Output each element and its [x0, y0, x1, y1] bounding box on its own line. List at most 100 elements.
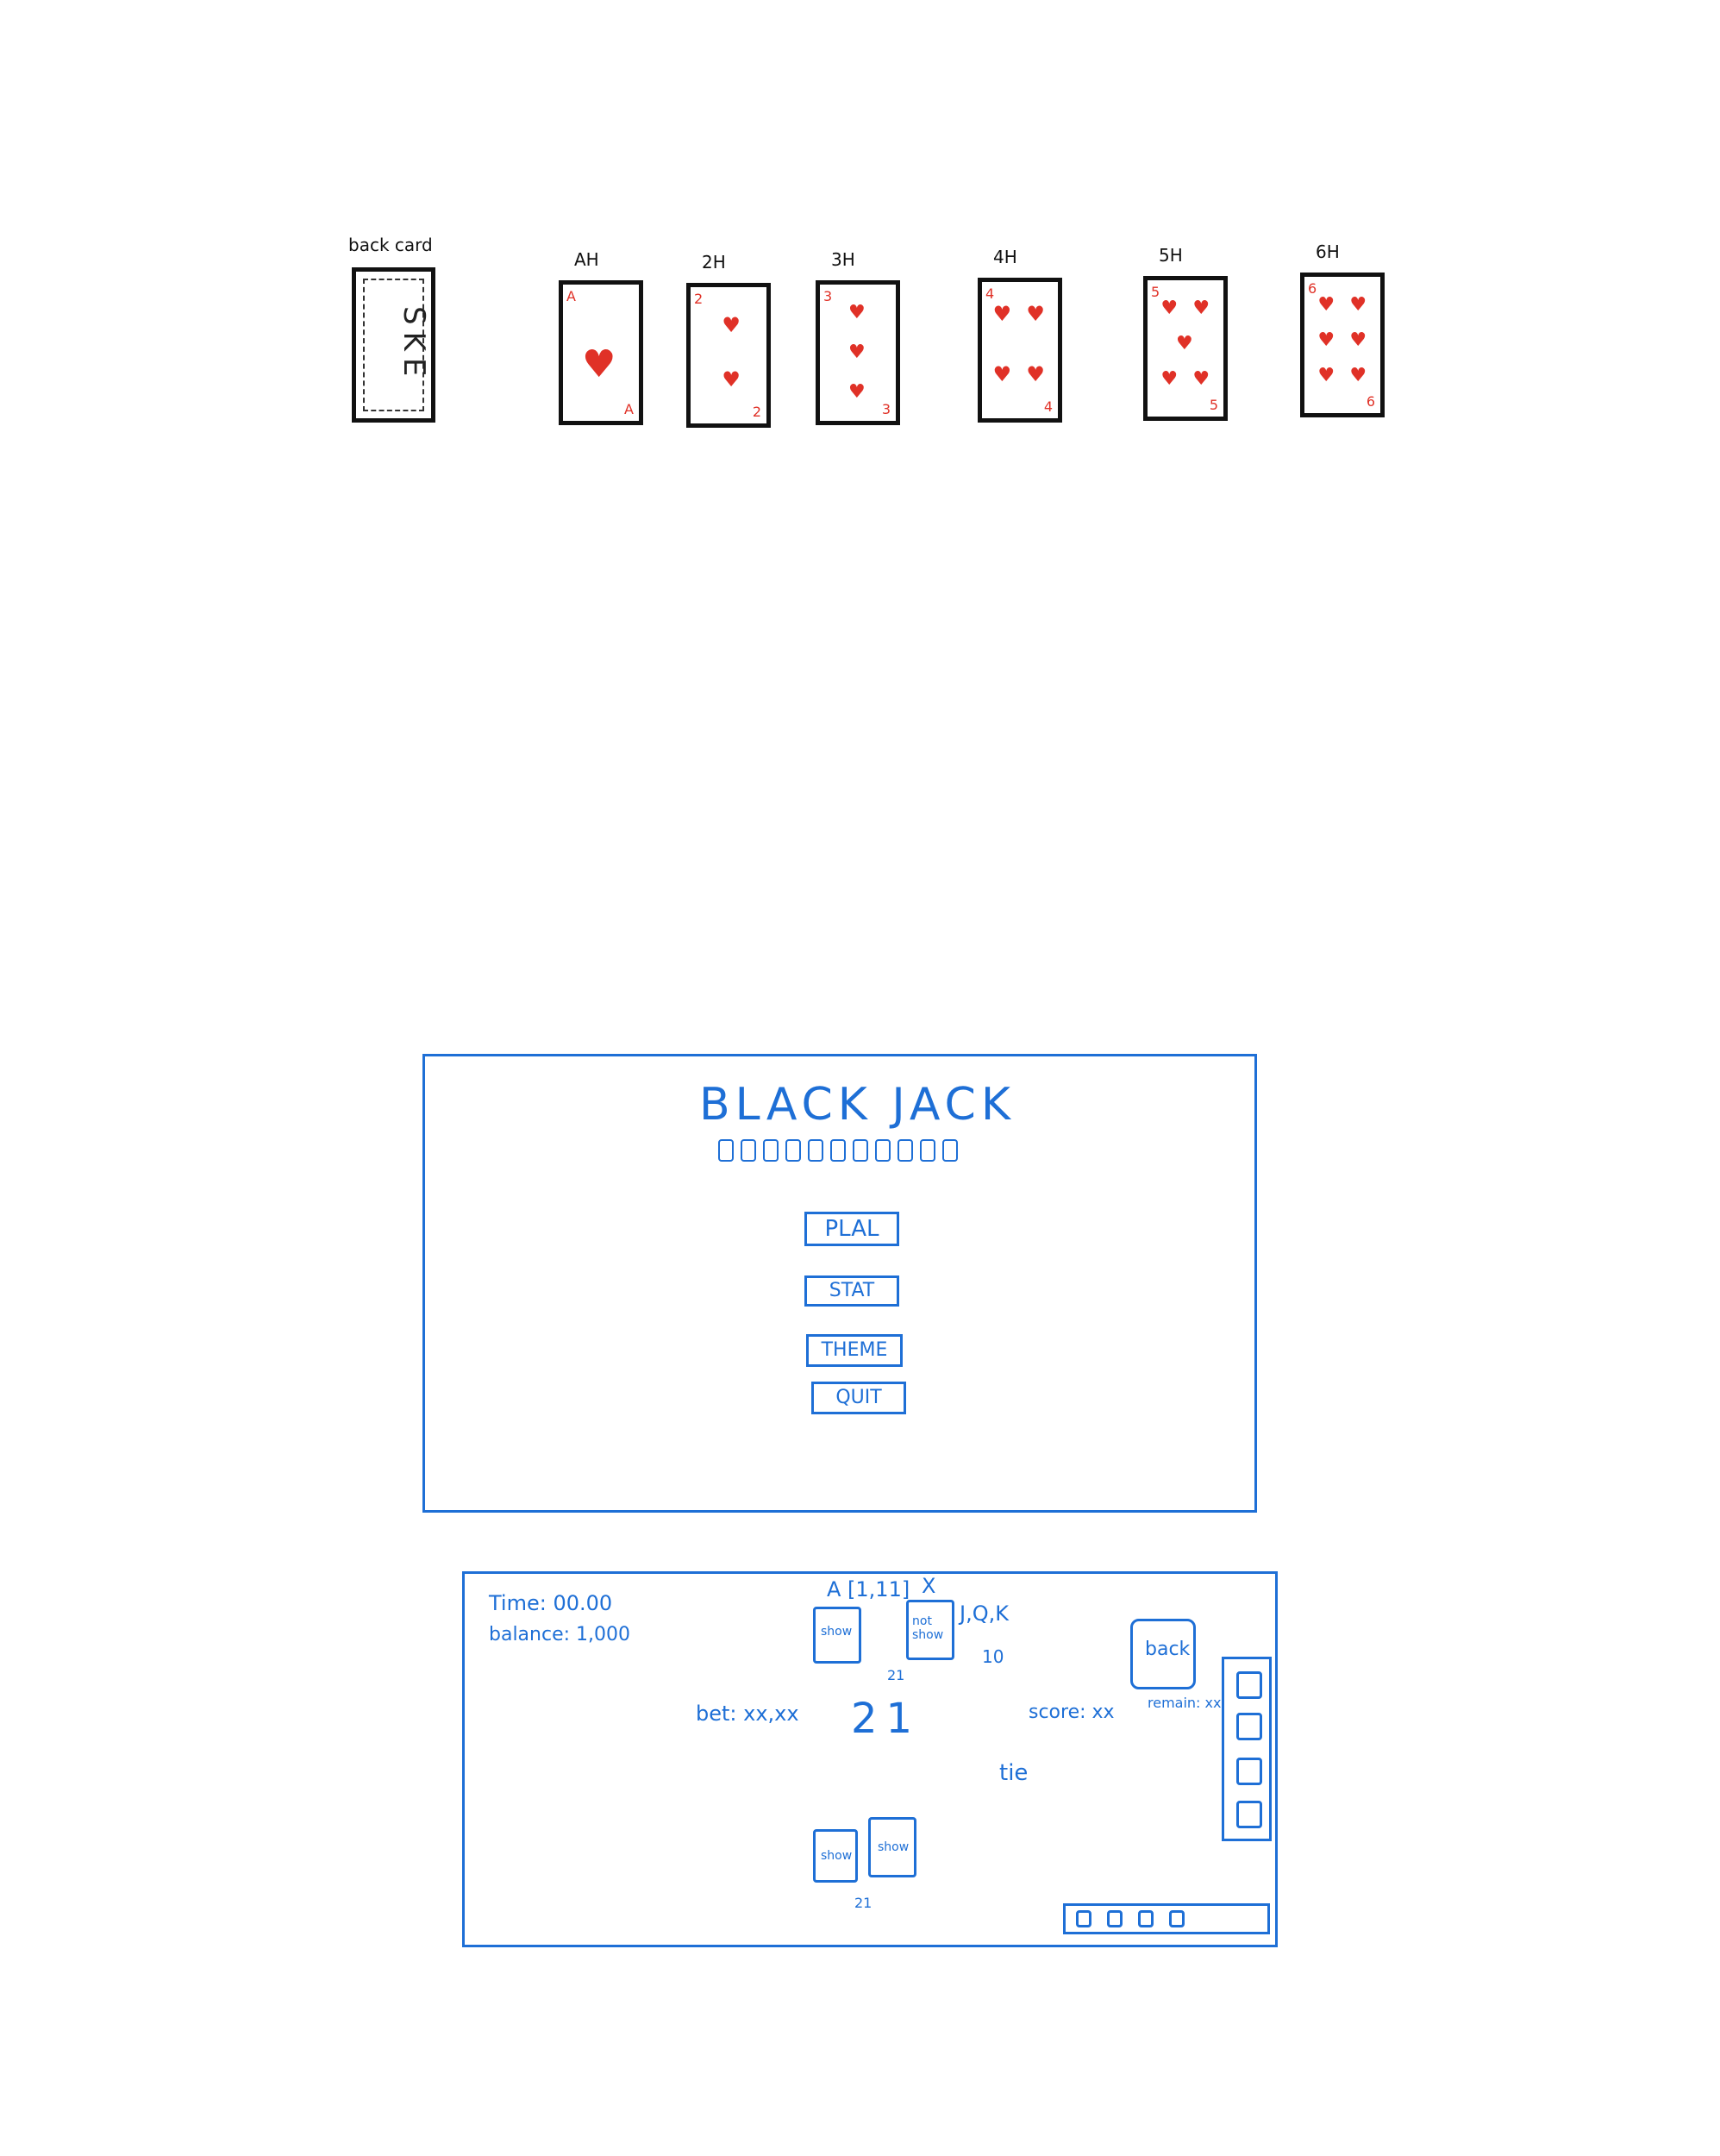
game-title: BLACK JACK — [699, 1079, 1016, 1131]
card-rank-bottom: 3 — [881, 401, 891, 417]
player-card-1-label: show — [821, 1849, 853, 1863]
heart-pip-icon: ♥ — [992, 361, 1012, 386]
heart-pip-icon: ♥ — [1349, 365, 1367, 387]
ace-value-note: A [1,11] — [827, 1577, 910, 1601]
heart-pip-icon: ♥ — [1192, 368, 1210, 391]
title-card-strip — [718, 1139, 977, 1165]
side-card-slots — [1222, 1657, 1272, 1841]
back-card-label: back card — [348, 235, 433, 255]
stat-button[interactable]: STAT — [804, 1275, 899, 1307]
chip-slot-1[interactable] — [1076, 1910, 1091, 1927]
play-button[interactable]: PLAL — [804, 1212, 899, 1246]
chip-slot-2[interactable] — [1107, 1910, 1123, 1927]
heart-pip-icon: ♥ — [1349, 329, 1367, 352]
player-card-1: show — [813, 1829, 858, 1883]
heart-pip-icon: ♥ — [1317, 365, 1335, 387]
remain-text: remain: xx — [1148, 1695, 1222, 1711]
heart-pip-icon: ♥ — [1160, 298, 1179, 320]
card-rank-bottom: 6 — [1366, 393, 1375, 410]
player-card-2-label: show — [878, 1840, 910, 1854]
card-rank-bottom: 4 — [1043, 398, 1053, 415]
heart-pip-icon: ♥ — [1192, 298, 1210, 320]
back-card: SKE — [352, 267, 435, 423]
theme-button[interactable]: THEME — [806, 1334, 903, 1367]
chip-slot-4[interactable] — [1169, 1910, 1185, 1927]
card-rank-top: 2 — [694, 291, 704, 307]
title-card-icon — [785, 1139, 801, 1162]
dealer-card-hidden-label: not show — [912, 1614, 944, 1642]
back-card-text: SKE — [397, 306, 431, 384]
card-rank-bottom: A — [624, 401, 634, 417]
dealer-card-shown-label: show — [821, 1625, 853, 1639]
dealer-card-shown: show — [813, 1607, 861, 1664]
balance-text: balance: 1,000 — [489, 1624, 631, 1645]
card-rank-top: 6 — [1308, 280, 1317, 297]
quit-button[interactable]: QUIT — [811, 1382, 906, 1414]
result-text: tie — [999, 1760, 1029, 1786]
heart-pip-icon: ♥ — [722, 312, 741, 337]
bet-text: bet: xx,xx — [696, 1702, 799, 1726]
heart-pip-icon: ♥ — [848, 302, 866, 324]
card-rank-top: 5 — [1151, 284, 1160, 300]
heart-pip-icon: ♥ — [1317, 329, 1335, 352]
heart-pip-icon: ♥ — [848, 341, 866, 363]
heart-pip-icon: ♥ — [582, 342, 616, 387]
deck-label: back — [1145, 1639, 1191, 1660]
title-card-icon — [741, 1139, 756, 1162]
heart-pip-icon: ♥ — [848, 380, 866, 403]
main-menu-screen: BLACK JACK PLAL STAT THEME QUIT — [422, 1054, 1257, 1513]
player-total: 21 — [854, 1895, 873, 1911]
card-rank-bottom: 2 — [752, 404, 761, 420]
side-slot-3[interactable] — [1236, 1758, 1262, 1785]
title-card-icon — [875, 1139, 891, 1162]
card-label-5h: 5H — [1159, 245, 1183, 266]
dealer-card-hidden: not show — [906, 1600, 954, 1660]
heart-pip-icon: ♥ — [1317, 294, 1335, 317]
dealer-total: 21 — [887, 1667, 905, 1683]
timer-text: Time: 00.00 — [489, 1591, 613, 1615]
card-rank-top: 3 — [823, 288, 833, 304]
chip-tray — [1063, 1903, 1270, 1934]
face-card-note: J,Q,K — [960, 1601, 1009, 1626]
title-card-icon — [830, 1139, 846, 1162]
heart-pip-icon: ♥ — [1160, 368, 1179, 391]
score-text: score: xx — [1029, 1702, 1115, 1723]
title-card-icon — [718, 1139, 734, 1162]
heart-pip-icon: ♥ — [1349, 294, 1367, 317]
heart-pip-icon: ♥ — [1176, 333, 1193, 355]
card-label-3h: 3H — [831, 249, 855, 270]
hidden-card-mark: X — [922, 1574, 936, 1598]
card-2h: 2 2 ♥ ♥ — [686, 283, 771, 428]
card-rank-bottom: 5 — [1209, 397, 1218, 413]
title-card-icon — [853, 1139, 868, 1162]
heart-pip-icon: ♥ — [722, 367, 741, 392]
face-card-value: 10 — [982, 1646, 1004, 1667]
side-slot-1[interactable] — [1236, 1671, 1262, 1699]
chip-slot-3[interactable] — [1138, 1910, 1154, 1927]
title-card-icon — [808, 1139, 823, 1162]
card-rank-top: A — [566, 288, 576, 304]
side-slot-4[interactable] — [1236, 1801, 1262, 1828]
heart-pip-icon: ♥ — [992, 302, 1012, 327]
deck-pile[interactable]: back — [1130, 1619, 1196, 1689]
heart-pip-icon: ♥ — [1026, 302, 1045, 327]
center-total: 21 — [851, 1695, 922, 1743]
card-ah: A A ♥ — [559, 280, 643, 425]
title-card-icon — [942, 1139, 958, 1162]
title-card-icon — [920, 1139, 935, 1162]
heart-pip-icon: ♥ — [1026, 361, 1045, 386]
card-label-6h: 6H — [1316, 241, 1340, 262]
game-screen: Time: 00.00 balance: 1,000 A [1,11] X J,… — [462, 1571, 1278, 1947]
card-label-ah: AH — [574, 249, 599, 270]
side-slot-2[interactable] — [1236, 1713, 1262, 1740]
player-card-2: show — [868, 1817, 916, 1877]
title-card-icon — [898, 1139, 913, 1162]
title-card-icon — [763, 1139, 779, 1162]
card-label-2h: 2H — [702, 252, 726, 273]
back-card-pattern — [363, 279, 424, 411]
card-3h: 3 3 ♥ ♥ ♥ — [816, 280, 900, 425]
card-rank-top: 4 — [985, 285, 995, 302]
